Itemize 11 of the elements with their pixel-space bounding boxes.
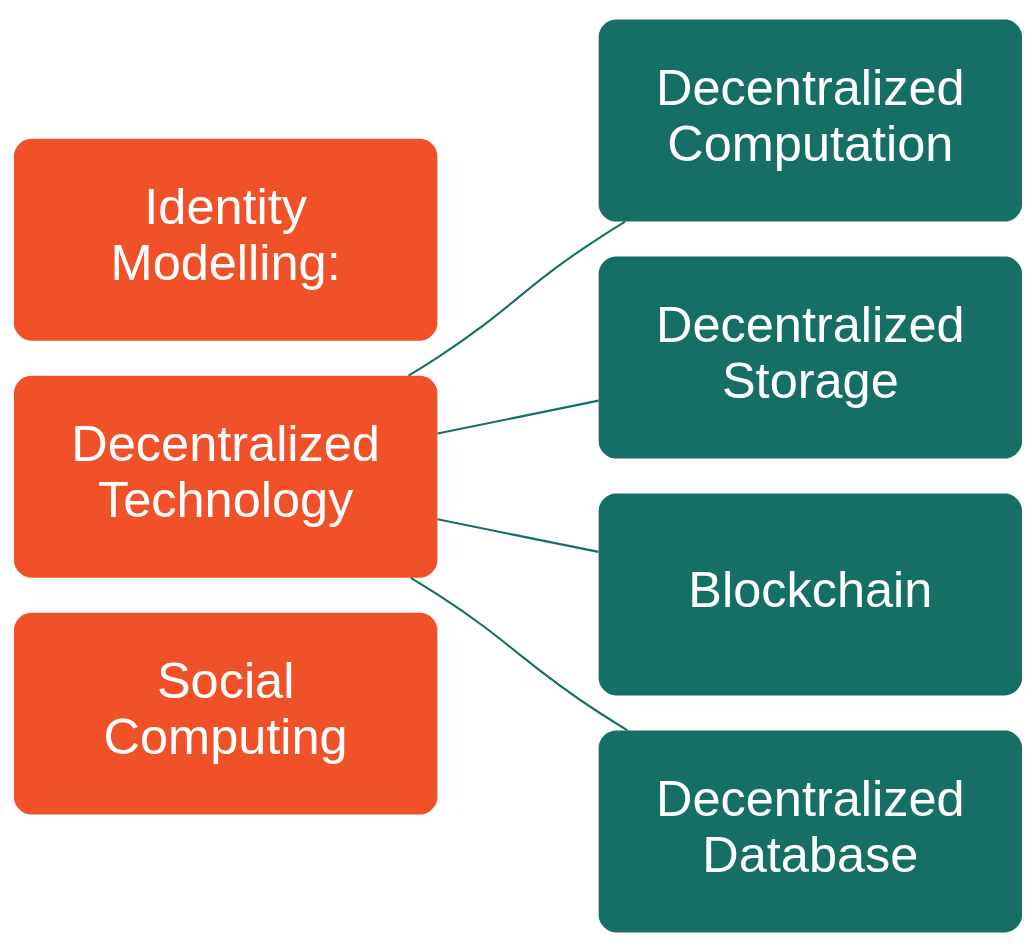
node-box: Decentralized Database <box>598 730 1023 933</box>
connector <box>408 220 626 377</box>
node-box: Blockchain <box>598 493 1023 696</box>
connector <box>437 518 599 553</box>
node-box: Decentralized Computation <box>598 19 1023 222</box>
node-box: Identity Modelling: <box>13 138 438 341</box>
connector <box>410 576 628 732</box>
node-box: Social Computing <box>13 612 438 815</box>
node-box: Decentralized Storage <box>598 256 1023 459</box>
node-box: Decentralized Technology <box>13 375 438 578</box>
connector <box>437 399 599 435</box>
